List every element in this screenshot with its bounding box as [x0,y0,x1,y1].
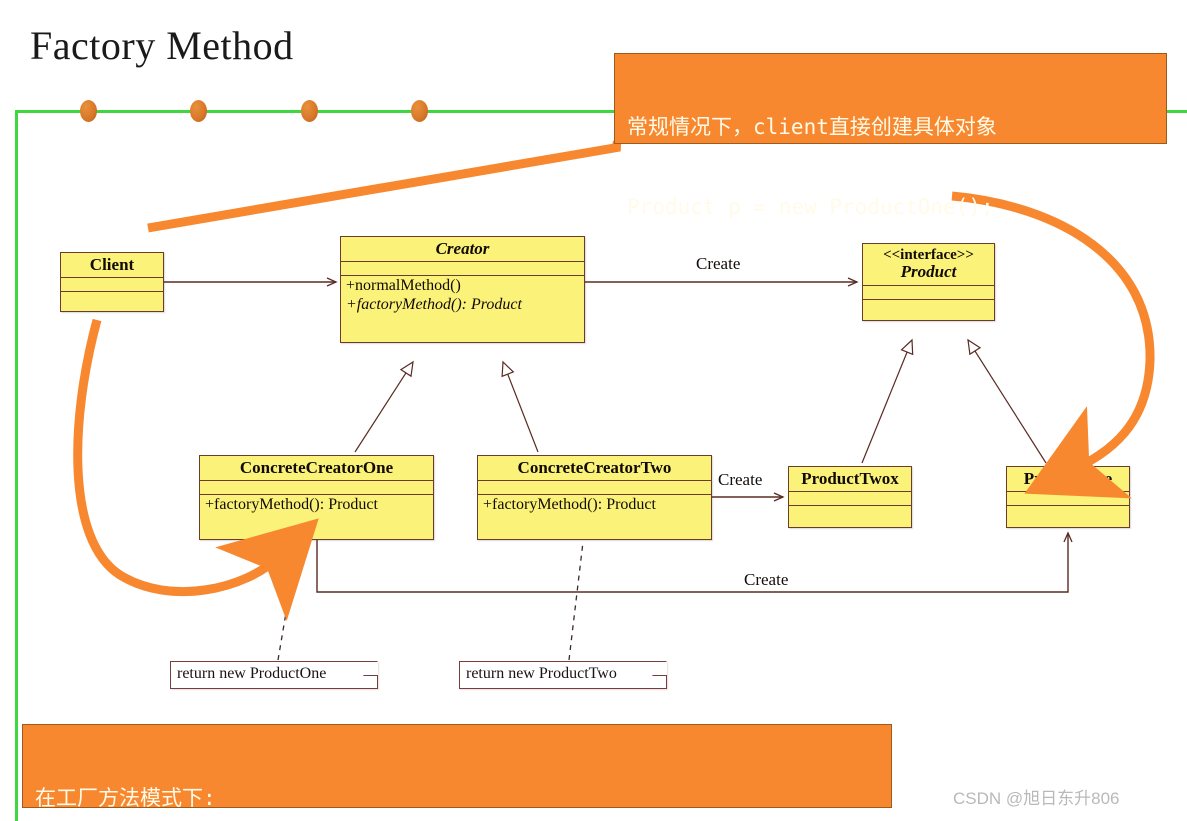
uml-attributes-compartment [1007,492,1129,505]
uml-class-name: ConcreteCreatorTwo [517,458,672,477]
uml-separator [863,284,994,286]
uml-separator [61,277,163,279]
callout-line-1: 常规情况下，client直接创建具体对象 [627,114,997,139]
uml-class-product-twox[interactable]: ProductTwox [788,466,912,528]
uml-class-name: ConcreteCreatorOne [239,458,394,477]
uml-class-creator[interactable]: Creator +normalMethod() +factoryMethod()… [340,236,585,343]
uml-separator [1007,505,1129,507]
uml-separator [200,480,433,482]
decorative-dot-4 [411,100,428,122]
note-fold-corner [363,661,378,676]
edge-generalization-productone-product [967,338,1047,464]
uml-note-text: return new ProductTwo [466,665,617,682]
uml-note-text: return new ProductOne [177,665,327,682]
decorative-dot-1 [80,100,97,122]
uml-class-name: ProductOne [1023,469,1113,488]
uml-separator [200,494,433,496]
uml-operations-compartment: +factoryMethod(): Product [478,495,711,517]
uml-operation: +factoryMethod(): Product [205,496,378,514]
uml-operation: +factoryMethod(): Product [483,496,656,514]
uml-separator [61,291,163,293]
uml-class-product-one[interactable]: ProductOne [1006,466,1130,528]
uml-attributes-compartment [789,492,911,505]
frame-top-line [15,110,1187,113]
orange-arrow-callout-to-creator [147,140,622,233]
uml-class-client[interactable]: Client [60,252,164,312]
uml-class-name: ProductTwox [801,469,899,488]
callout-line-2: Product p = new ProductOne(); [627,195,994,220]
decorative-dot-2 [190,100,207,122]
edge-generalization-cctwo-creator [501,360,539,453]
uml-class-concrete-creator-two[interactable]: ConcreteCreatorTwo +factoryMethod(): Pro… [477,455,712,540]
edge-label-create-creator-product: Create [696,254,741,273]
watermark: CSDN @旭日东升806 [953,789,1120,808]
uml-attributes-compartment [341,262,584,275]
edge-note-one-link [277,541,299,661]
uml-operation: +normalMethod() [346,277,461,295]
uml-operations-compartment: +normalMethod() +factoryMethod(): Produc… [341,276,584,317]
page-title: Factory Method [30,23,294,68]
uml-separator [341,275,584,277]
uml-operations-compartment [1007,506,1129,519]
uml-operations-compartment [863,300,994,313]
uml-operations-compartment [61,292,163,305]
uml-class-name: <<interface>> Product [863,244,994,285]
uml-class-concrete-creator-one[interactable]: ConcreteCreatorOne +factoryMethod(): Pro… [199,455,434,540]
uml-attributes-compartment [863,286,994,299]
callout-factory-method-case: 在工厂方法模式下: Product p = new ConcreteCreato… [22,724,892,810]
edge-label-create-cctwo-producttwox: Create [718,470,763,489]
edge-create-ccone-productone [316,531,1073,593]
uml-separator [341,261,584,263]
edge-generalization-producttwox-product [861,338,914,464]
edge-label-create-ccone-productone: Create [744,570,789,589]
uml-stereotype: <<interface>> [883,247,974,263]
uml-separator [789,491,911,493]
uml-attributes-compartment [200,481,433,494]
uml-operations-compartment [789,506,911,519]
uml-class-name-text: Product [900,262,957,282]
edge-note-two-link [568,541,584,661]
uml-separator [789,505,911,507]
frame-left-line [15,110,18,821]
uml-operation: +factoryMethod(): Product [346,296,522,314]
uml-separator [478,494,711,496]
uml-note-return-product-two[interactable]: return new ProductTwo [459,661,667,689]
uml-operations-compartment: +factoryMethod(): Product [200,495,433,517]
callout-line-1: 在工厂方法模式下: [35,785,216,810]
uml-class-name: Creator [435,239,490,258]
uml-attributes-compartment [478,481,711,494]
uml-separator [478,480,711,482]
uml-attributes-compartment [61,278,163,291]
uml-note-return-product-one[interactable]: return new ProductOne [170,661,378,689]
callout-normal-case: 常规情况下，client直接创建具体对象 Product p = new Pro… [614,53,1167,219]
uml-class-name: Client [89,255,135,274]
uml-separator [863,298,994,300]
edge-generalization-ccone-creator [354,360,414,453]
decorative-dot-3 [301,100,318,122]
note-fold-corner [652,661,667,676]
